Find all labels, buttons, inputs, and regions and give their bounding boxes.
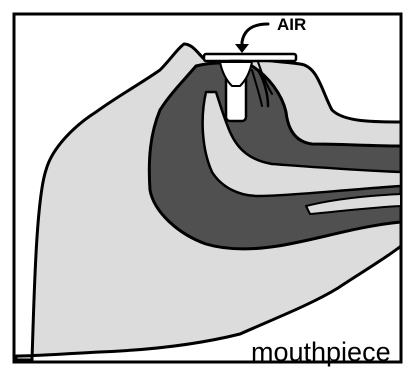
air-label: AIR	[277, 15, 306, 34]
caption-mouthpiece: mouthpiece	[251, 337, 391, 367]
mouthpiece-bar	[204, 54, 296, 61]
